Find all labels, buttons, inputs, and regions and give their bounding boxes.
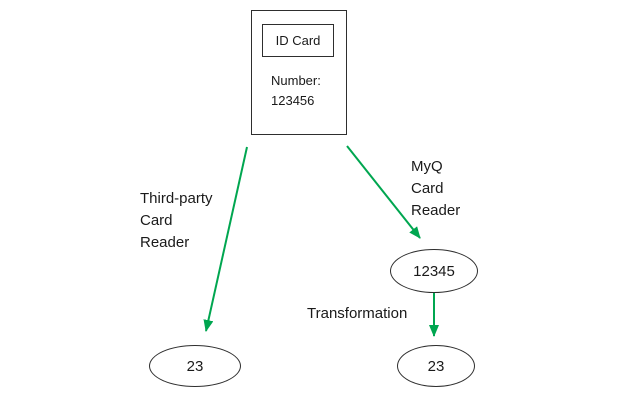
label-line: Reader [411,202,461,219]
label-line: Card [140,212,173,229]
card-number-label: Number: [271,73,321,88]
card-number-value: 123456 [271,93,315,108]
id-card-title: ID Card [275,33,321,48]
label-transformation: Transformation [307,303,407,325]
id-card: ID Card Number: 123456 [251,10,347,135]
label-line: MyQ [411,158,443,175]
node-third-party-id-value: 23 [186,357,204,375]
node-third-party-id: 23 [149,345,241,387]
label-transformation-text: Transformation [307,305,408,322]
id-card-number: Number: 123456 [271,71,321,111]
node-transformed-id: 23 [397,345,475,387]
label-line: Third-party [140,190,213,207]
label-line: Reader [140,234,190,251]
node-myq-id-value: 12345 [413,262,455,280]
node-myq-id: 12345 [390,249,478,293]
label-line: Card [411,180,444,197]
label-third-party-reader: Third-party Card Reader [140,188,213,254]
label-myq-reader: MyQ Card Reader [411,156,460,222]
node-transformed-id-value: 23 [427,357,445,375]
id-card-title-box: ID Card [262,24,334,57]
arrow-myq-reader [346,145,421,239]
